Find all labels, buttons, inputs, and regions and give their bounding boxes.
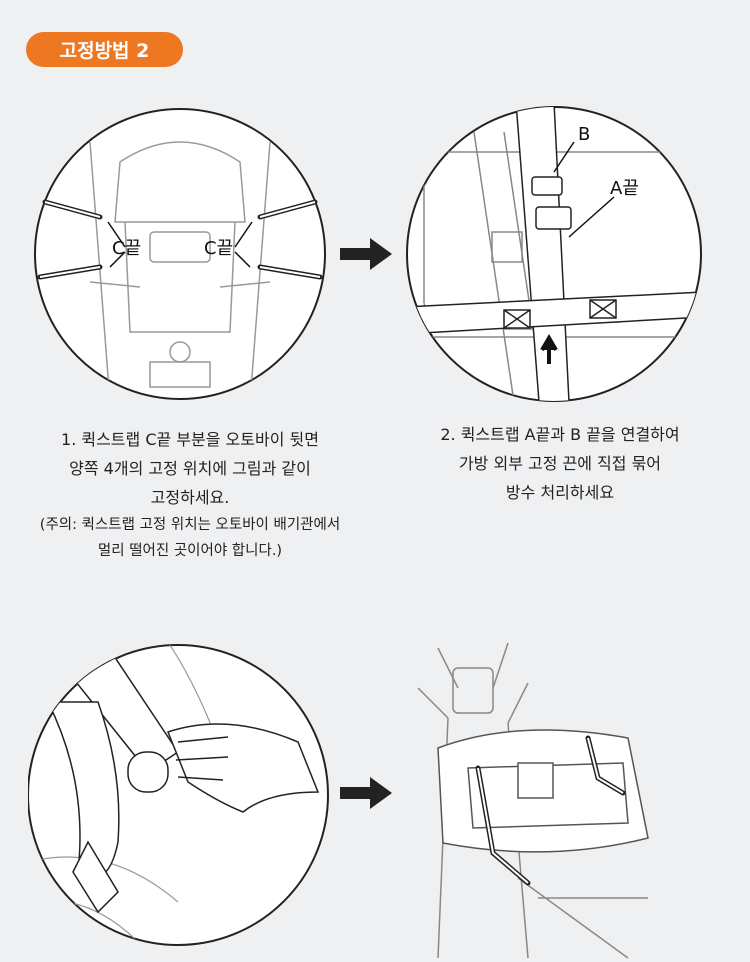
a-end-label: A끝: [610, 178, 639, 199]
step2-illustration: B A끝: [406, 106, 702, 402]
step1-illustration: C끝 C끝: [34, 108, 326, 400]
c-end-label-right: C끝: [204, 238, 233, 259]
caption-line: 양쪽 4개의 고정 위치에 그림과 같이: [69, 459, 311, 478]
method-badge: 고정방법 2: [26, 32, 183, 67]
b-end-label: B: [578, 124, 590, 145]
caption-line: 가방 외부 고정 끈에 직접 묶어: [458, 454, 662, 473]
caption-line: 방수 처리하세요: [505, 483, 615, 502]
caption-line: 2. 퀵스트랩 A끝과 B 끝을 연결하여: [440, 425, 680, 444]
arrow-right-icon: [340, 238, 392, 270]
step3-illustration: [28, 644, 329, 946]
arrow-right-icon: [340, 777, 392, 809]
step2-caption: 2. 퀵스트랩 A끝과 B 끝을 연결하여 가방 외부 고정 끈에 직접 묶어 …: [375, 420, 745, 507]
caption-line: 고정하세요.: [150, 488, 230, 507]
note-line: 멀리 떨어진 곳이어야 합니다.): [97, 543, 283, 559]
step4-illustration: [417, 642, 649, 959]
c-end-label-left: C끝: [112, 238, 141, 259]
step1-caption: 1. 퀵스트랩 C끝 부분을 오토바이 뒷면 양쪽 4개의 고정 위치에 그림과…: [0, 425, 380, 564]
caption-line: 1. 퀵스트랩 C끝 부분을 오토바이 뒷면: [61, 430, 319, 449]
note-line: (주의: 퀵스트랩 고정 위치는 오토바이 배기관에서: [39, 517, 341, 533]
